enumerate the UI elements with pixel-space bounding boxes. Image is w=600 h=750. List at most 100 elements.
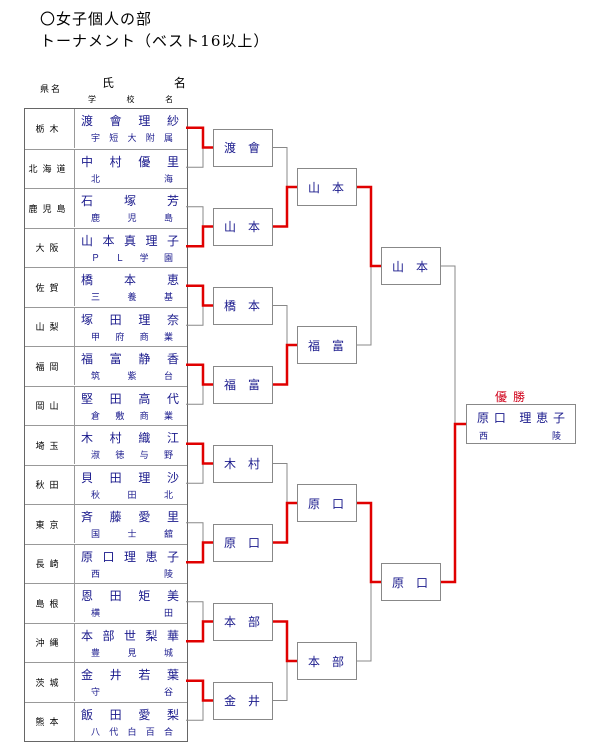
player-row: 岡山堅田高代倉敷商業	[25, 385, 187, 425]
bracket-line	[441, 265, 456, 424]
bracket-line	[357, 582, 372, 662]
bracket-line	[186, 601, 204, 622]
player-pref: 秋田	[25, 465, 75, 504]
page-title: 〇女子個人の部	[40, 10, 153, 28]
player-school: 豊見城	[91, 648, 173, 659]
winner-path	[186, 442, 213, 465]
page-subtitle: トーナメント（ベスト16以上）	[40, 32, 270, 50]
player-pref: 沖縄	[25, 623, 75, 662]
bracket-box: 福富	[297, 326, 357, 364]
player-school: 倉敷商業	[91, 411, 173, 422]
player-row: 山梨塚田理奈甲府商業	[25, 306, 187, 346]
bracket-box: 橋本	[213, 286, 273, 325]
header-school: 学 校 名	[88, 95, 188, 104]
player-school: 鹿児島	[91, 214, 173, 224]
bracket-box: 本部	[297, 642, 357, 680]
player-row: 長崎原口理恵子西陵	[25, 543, 187, 583]
player-school: 宇短大附属	[91, 134, 173, 144]
player-school: 甲府商業	[91, 332, 173, 343]
header-name: 氏 名	[102, 76, 214, 90]
player-row: 茨城金井若葉守谷	[25, 662, 187, 701]
player-pref: 鹿児島	[25, 189, 75, 227]
player-pref: 埼玉	[25, 426, 75, 464]
player-pref: 岡山	[25, 386, 75, 425]
player-pref: 栃木	[25, 109, 75, 148]
player-row: 沖縄本部世梨華豊見城	[25, 622, 187, 662]
player-name: 金井若葉	[81, 668, 181, 682]
player-row: 秋田貝田理沙秋田北	[25, 464, 187, 504]
player-row: 福岡福富静香筑紫台	[25, 346, 187, 385]
bracket-box: 渡會	[213, 128, 273, 167]
player-pref: 東京	[25, 505, 75, 543]
bracket-box: 本部	[213, 602, 273, 641]
player-name: 斉藤愛里	[81, 510, 181, 524]
player-pref: 佐賀	[25, 268, 75, 306]
bracket-box: 山本	[213, 207, 273, 246]
player-name: 塚田理奈	[81, 312, 181, 327]
player-row: 鹿児島石塚芳鹿児島	[25, 188, 187, 227]
bracket-line	[186, 700, 204, 721]
champion-box: 原口 理恵子 西 陵	[466, 404, 576, 444]
winner-path	[273, 185, 297, 228]
player-row: 北海道中村優里北海	[25, 148, 187, 188]
champion-school: 西 陵	[479, 432, 561, 442]
player-row: 栃木渡會理紗宇短大附属	[25, 109, 187, 148]
winner-path	[186, 284, 213, 307]
player-school: 三養基	[91, 293, 173, 303]
player-school: 淑徳与野	[91, 451, 173, 461]
bracket-line	[186, 384, 204, 405]
bracket-box: 金井	[213, 681, 273, 720]
winner-path	[186, 225, 213, 248]
bracket-box: 山本	[381, 247, 441, 285]
player-name: 中村優里	[81, 154, 181, 169]
bracket-line	[186, 463, 204, 484]
player-name: 橋本恵	[81, 273, 181, 287]
bracket-box: 木村	[213, 444, 273, 483]
player-pref: 北海道	[25, 149, 75, 188]
winner-path	[273, 620, 297, 663]
player-school: 筑紫台	[91, 372, 173, 382]
champion-label: 優勝	[495, 390, 532, 404]
champion-name: 原口 理恵子	[477, 411, 565, 425]
winner-path	[186, 541, 213, 564]
player-pref: 島根	[25, 584, 75, 622]
player-pref: 福岡	[25, 347, 75, 385]
player-name: 堅田高代	[81, 391, 181, 406]
player-row: 埼玉木村織江淑徳与野	[25, 425, 187, 464]
player-school: 横田	[91, 609, 173, 619]
winner-path	[357, 185, 381, 268]
player-name: 山本真理子	[81, 233, 181, 248]
winner-path	[186, 363, 213, 386]
player-school: 守谷	[91, 688, 173, 698]
winner-path	[186, 620, 213, 643]
player-name: 福富静香	[81, 352, 181, 366]
winner-path	[186, 679, 213, 702]
bracket-box: 原口	[297, 484, 357, 522]
player-pref: 山梨	[25, 307, 75, 346]
bracket-line	[186, 305, 204, 326]
player-school: 秋田北	[91, 490, 173, 501]
winner-path	[357, 501, 381, 584]
player-school: 国士舘	[91, 530, 173, 540]
bracket-line	[273, 463, 288, 503]
winner-path	[273, 501, 297, 544]
header-pref: 県名	[40, 85, 63, 95]
player-pref: 茨城	[25, 663, 75, 701]
bracket-line	[186, 522, 204, 543]
player-row: 佐賀橋本恵三養基	[25, 267, 187, 306]
bracket-box: 福富	[213, 365, 273, 404]
winner-path	[441, 422, 466, 584]
bracket-box: 原口	[213, 523, 273, 562]
player-pref: 大阪	[25, 228, 75, 267]
winner-path	[186, 126, 213, 149]
player-row: 熊本飯田愛梨八代白百合	[25, 701, 187, 741]
bracket-line	[273, 661, 288, 701]
player-school: 西陵	[91, 569, 173, 580]
player-name: 恩田矩美	[81, 589, 181, 603]
player-row: 島根恩田矩美横田	[25, 583, 187, 622]
player-name: 貝田理沙	[81, 470, 181, 485]
bracket-box: 山本	[297, 168, 357, 206]
bracket-line	[186, 206, 204, 227]
